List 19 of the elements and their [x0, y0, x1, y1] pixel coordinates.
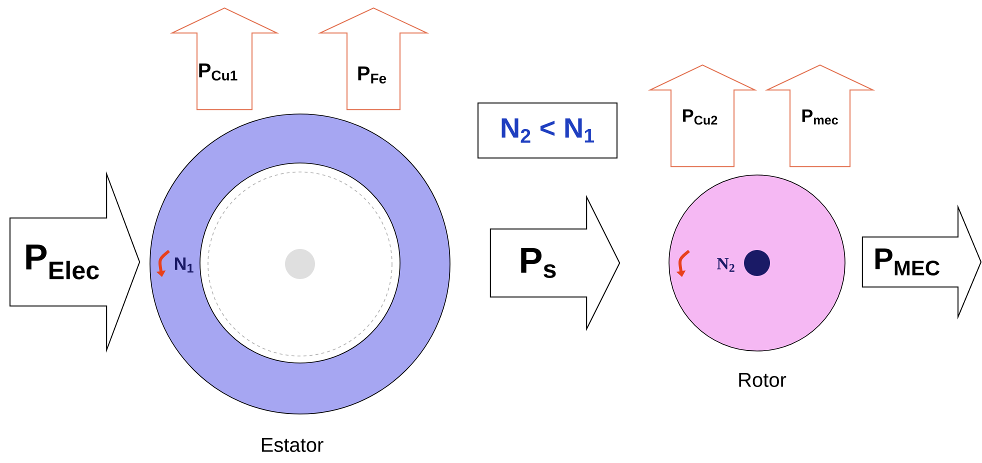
- caption-label: Estator: [262, 438, 324, 452]
- formula-box: N$_{2}$ < N$_{1}$: [478, 102, 618, 158]
- edge-label: P$_{Elec}$: [26, 244, 99, 280]
- edge-label: P$_{MEC}$: [875, 248, 940, 276]
- rotor-disc: N$_{2}$: [668, 174, 846, 352]
- edge-label: P$_{Fe}$: [358, 66, 386, 84]
- stator-ring: N$_{1}$: [150, 114, 450, 414]
- block-arrow: [318, 7, 430, 110]
- block-arrow: [862, 204, 982, 320]
- edge-label: P$_{Cu2}$: [683, 109, 718, 125]
- caption-label: Rotor: [739, 373, 786, 387]
- edge-label: P$_{mec}$: [802, 109, 838, 125]
- block-arrow: [764, 64, 876, 168]
- block-arrow: [648, 64, 758, 168]
- edge-label: P$_{s}$: [521, 248, 556, 278]
- block-arrow: [490, 194, 620, 332]
- block-arrow: [10, 171, 140, 353]
- edge-label: P$_{Cu1}$: [199, 64, 238, 80]
- block-arrow: [170, 7, 280, 110]
